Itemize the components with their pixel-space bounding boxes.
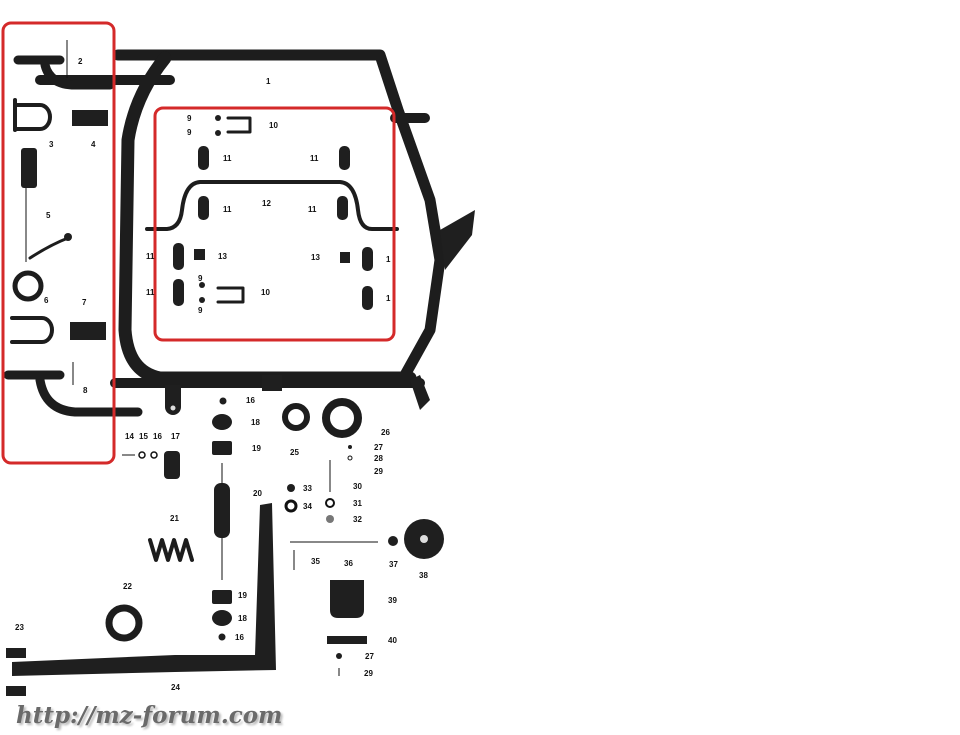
callout: 22 [123,582,132,591]
callout: 28 [374,454,383,463]
callout: 10 [269,121,278,130]
callout: 33 [303,484,312,493]
callout: 18 [238,614,247,623]
callout: 4 [91,140,96,149]
callout: 11 [223,154,232,163]
highlight-box-center [153,106,396,342]
watermark-url: http://mz-forum.com [16,702,283,729]
callout: 26 [381,428,390,437]
callout: 9 [198,274,203,283]
callout: 34 [303,502,312,511]
callout: 25 [290,448,299,457]
callout: 40 [388,636,397,645]
callout: 11 [223,205,232,214]
callout: 31 [353,499,362,508]
callout: 13 [218,252,227,261]
callout: 35 [311,557,320,566]
callout: 7 [82,298,87,307]
callout: 9 [198,306,203,315]
callout: 30 [353,482,362,491]
callout: 8 [83,386,88,395]
callout: 11 [310,154,319,163]
callout: 1 [386,294,391,303]
callout: 17 [171,432,180,441]
callout: 3 [49,140,54,149]
callout-labels: 1 2 3 4 5 6 7 8 9 9 10 11 11 12 11 11 11… [15,57,428,692]
callout: 1 [386,255,391,264]
callout: 2 [78,57,83,66]
callout: 24 [171,683,180,692]
callout: 27 [365,652,374,661]
callout: 12 [262,199,271,208]
callout: 39 [388,596,397,605]
callout: 9 [187,114,192,123]
callout: 21 [170,514,179,523]
callout: 11 [308,205,317,214]
callout: 9 [187,128,192,137]
callout: 19 [238,591,247,600]
callout: 10 [261,288,270,297]
callout: 16 [246,396,255,405]
callout: 16 [153,432,162,441]
callout: 13 [311,253,320,262]
callout: 11 [146,252,155,261]
callout: 38 [419,571,428,580]
callout: 27 [374,443,383,452]
callout: 1 [266,77,271,86]
left-parts-group [3,40,143,417]
callout: 29 [364,669,373,678]
callout: 18 [251,418,260,427]
callout: 37 [389,560,398,569]
callout: 29 [374,467,383,476]
callout: 11 [146,288,155,297]
callout: 14 [125,432,134,441]
callout: 6 [44,296,49,305]
callout: 15 [139,432,148,441]
callout: 36 [344,559,353,568]
callout: 19 [252,444,261,453]
middle-parts-group [145,115,399,310]
callout: 23 [15,623,24,632]
lower-parts-group [6,397,444,696]
callout: 32 [353,515,362,524]
callout: 5 [46,211,51,220]
callout: 20 [253,489,262,498]
callout: 16 [235,633,244,642]
highlight-box-left [1,21,116,465]
